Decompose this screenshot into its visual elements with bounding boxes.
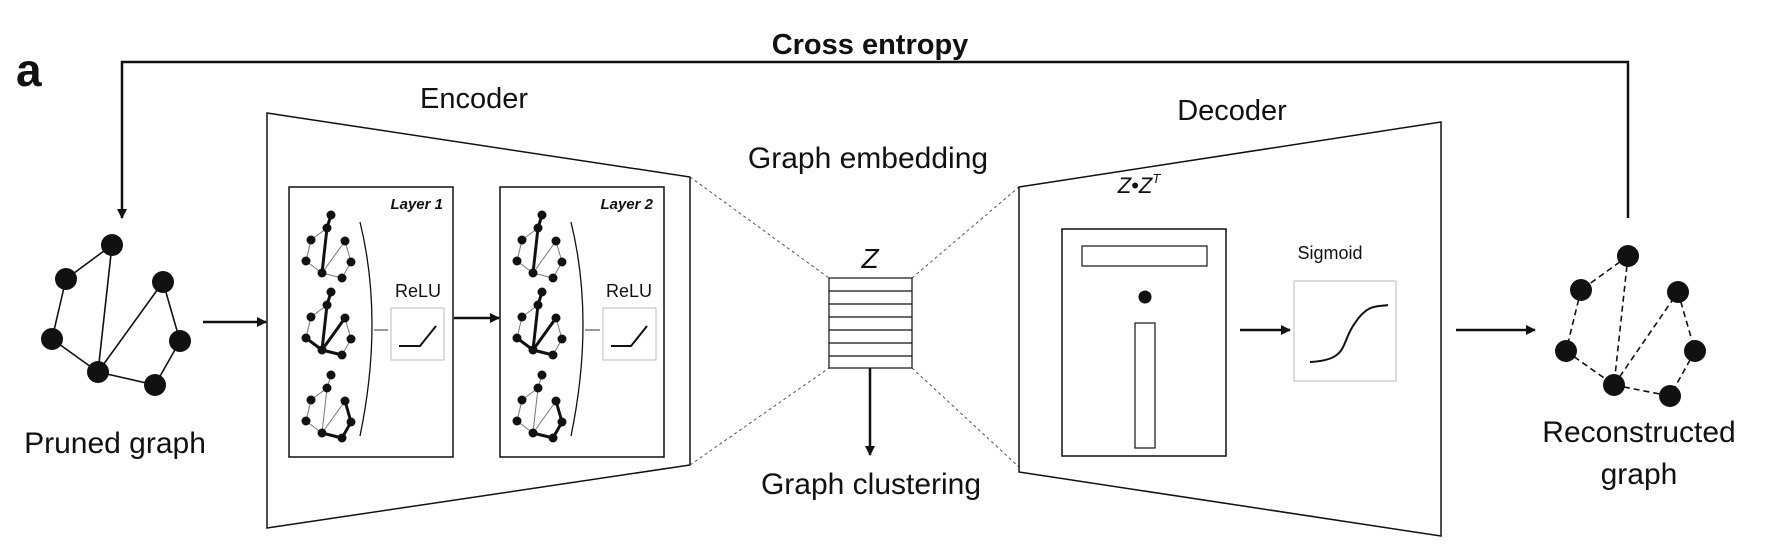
layer-2-subgraph	[512, 370, 567, 443]
layer-2-relu-icon	[602, 307, 657, 361]
layer-1-graphs	[301, 210, 356, 443]
clustering-label: Graph clustering	[761, 468, 981, 501]
sigmoid-icon	[1293, 280, 1397, 382]
decoder-title: Decoder	[1177, 95, 1287, 127]
dot-product-icon	[1138, 290, 1152, 304]
loss-label: Cross entropy	[772, 29, 969, 61]
reconstructed-graph	[1555, 245, 1706, 407]
decoder-product-label: Z•ZT	[1117, 171, 1162, 198]
layer-1-relu-label: ReLU	[395, 281, 441, 301]
layer-2-brace	[570, 221, 584, 437]
embedding-matrix	[828, 277, 913, 369]
layer-1-box	[288, 186, 454, 458]
layer-1-subgraph	[301, 370, 356, 443]
reconstructed-label-line1: Reconstructed	[1542, 416, 1735, 449]
reconstructed-label-line2: graph	[1601, 458, 1678, 491]
layer-2-subgraph	[512, 210, 567, 283]
pruned-graph	[41, 234, 191, 396]
sigmoid-label: Sigmoid	[1297, 243, 1362, 263]
layer-1-brace	[359, 221, 373, 437]
layer-2-graphs	[512, 210, 567, 443]
encoder-title: Encoder	[420, 83, 528, 115]
layer-2-title: Layer 2	[600, 196, 653, 213]
layer-2-box	[499, 186, 665, 458]
layer-1-subgraph	[301, 210, 356, 283]
pruned-graph-label: Pruned graph	[24, 427, 206, 460]
cross-entropy-loop-line	[117, 60, 1630, 219]
column-vector	[1134, 322, 1156, 449]
product-box	[1061, 228, 1227, 457]
layer-1-subgraph	[301, 287, 356, 360]
layer-1-title: Layer 1	[390, 196, 443, 213]
layer-1-relu-icon	[390, 307, 445, 361]
embedding-title: Graph embedding	[748, 142, 988, 175]
row-vector	[1081, 245, 1208, 267]
panel-label: a	[16, 44, 42, 96]
projection-lines	[689, 176, 1020, 468]
embedding-symbol: Z	[860, 243, 879, 274]
layer-2-subgraph	[512, 287, 567, 360]
layer-2-relu-label: ReLU	[606, 281, 652, 301]
decoder-block	[1018, 121, 1442, 537]
